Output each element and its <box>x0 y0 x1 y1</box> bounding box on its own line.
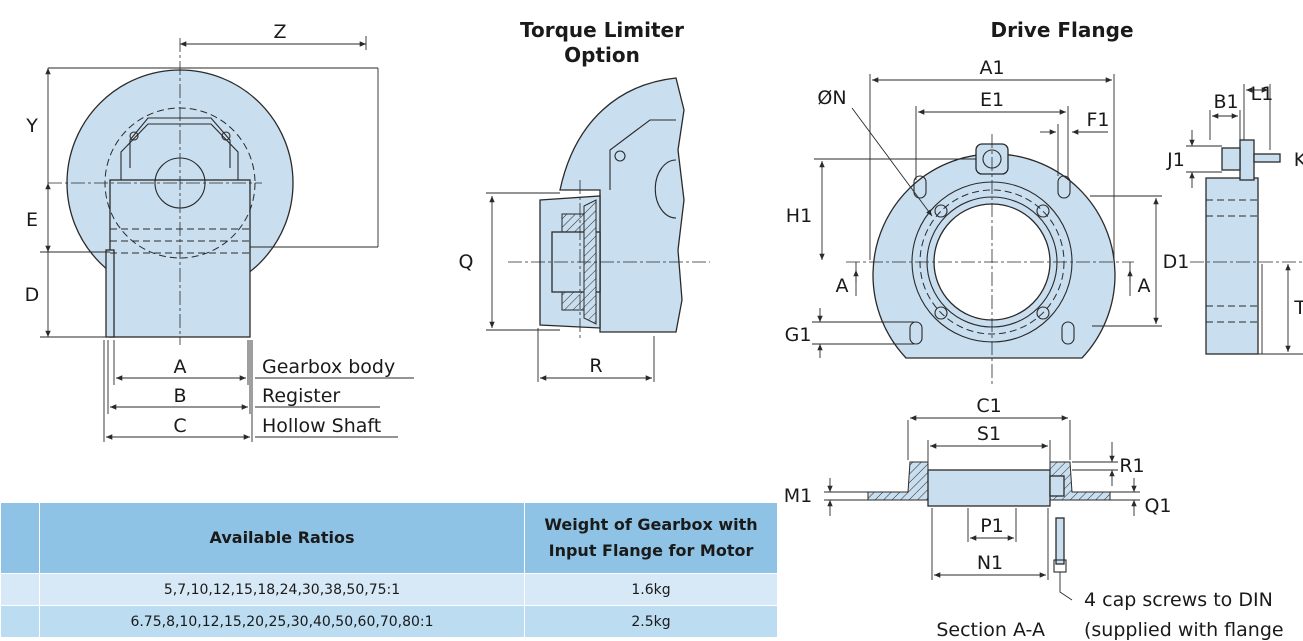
dim-label-n1: N1 <box>977 552 1003 574</box>
label-register: Register <box>262 385 340 407</box>
dim-label-k: K <box>1294 149 1303 171</box>
label-gearbox-body: Gearbox body <box>262 356 395 378</box>
dim-label-s1: S1 <box>977 423 1001 445</box>
dim-label-z: Z <box>273 21 286 43</box>
header-weight-line2: Input Flange for Motor <box>548 541 754 560</box>
dim-label-l1: L1 <box>1251 83 1274 105</box>
flange-side-view: L1 B1 J1 K T <box>1166 83 1303 355</box>
section-marker-left: A <box>836 275 849 297</box>
section-aa-view: C1 S1 R1 M1 Q1 P1 N1 Section A-A 4 cap s… <box>784 395 1284 641</box>
dim-label-a: A <box>174 356 187 378</box>
ratios-cell: 6.75,8,10,12,15,20,25,30,40,50,60,70,80:… <box>39 605 525 638</box>
dim-label-a1: A1 <box>979 57 1004 79</box>
drive-flange-title: Drive Flange <box>990 18 1133 42</box>
dim-label-y: Y <box>25 115 38 137</box>
label-hollow-shaft: Hollow Shaft <box>262 415 381 437</box>
cap-screw-note-2: (supplied with flange <box>1084 619 1284 641</box>
header-weight-line1: Weight of Gearbox with <box>544 515 758 534</box>
dim-label-on: ØN <box>817 87 846 109</box>
dim-label-p1: P1 <box>980 515 1004 537</box>
weight-cell: 1.6kg <box>524 573 778 606</box>
torque-limiter-title: Torque Limiter <box>520 18 684 42</box>
torque-limiter-view: Torque Limiter Option Q R <box>459 18 710 382</box>
dim-label-b: B <box>173 385 186 407</box>
header-available-ratios: Available Ratios <box>39 502 525 574</box>
dim-label-c1: C1 <box>976 395 1001 417</box>
section-aa-label: Section A-A <box>936 619 1045 641</box>
gearbox-view: Z Y E D A B C Gearbox body Register Holl… <box>25 21 414 442</box>
dim-label-r1: R1 <box>1119 455 1144 477</box>
dim-label-q1: Q1 <box>1144 495 1171 517</box>
dim-label-e1: E1 <box>980 89 1004 111</box>
weight-cell: 2.5kg <box>524 605 778 638</box>
dim-label-e: E <box>26 209 38 231</box>
dim-label-j1: J1 <box>1166 149 1185 171</box>
dim-label-r: R <box>589 355 602 377</box>
table-header-blank <box>0 502 40 574</box>
ratios-cell: 5,7,10,12,15,18,24,30,38,50,75:1 <box>39 573 525 606</box>
dim-label-m1: M1 <box>784 485 812 507</box>
section-marker-right: A <box>1138 275 1151 297</box>
dim-label-d: D <box>25 284 40 306</box>
cap-screw-note-1: 4 cap screws to DIN <box>1084 589 1273 611</box>
dim-label-g1: G1 <box>785 324 812 346</box>
dim-label-d1: D1 <box>1163 251 1190 273</box>
limiter-housing <box>559 77 685 333</box>
drive-flange-view: Drive Flange <box>785 18 1190 385</box>
dim-label-c: C <box>173 415 186 437</box>
dim-label-h1: H1 <box>786 205 812 227</box>
dim-label-q: Q <box>459 251 474 273</box>
torque-limiter-title-2: Option <box>564 43 640 67</box>
dim-label-b1: B1 <box>1213 91 1238 113</box>
dim-label-f1: F1 <box>1086 109 1109 131</box>
table-row: 6.75,8,10,12,15,20,25,30,40,50,60,70,80:… <box>0 605 778 638</box>
dim-label-t: T <box>1293 297 1303 319</box>
table-row: 5,7,10,12,15,18,24,30,38,50,75:1 1.6kg <box>0 573 778 606</box>
